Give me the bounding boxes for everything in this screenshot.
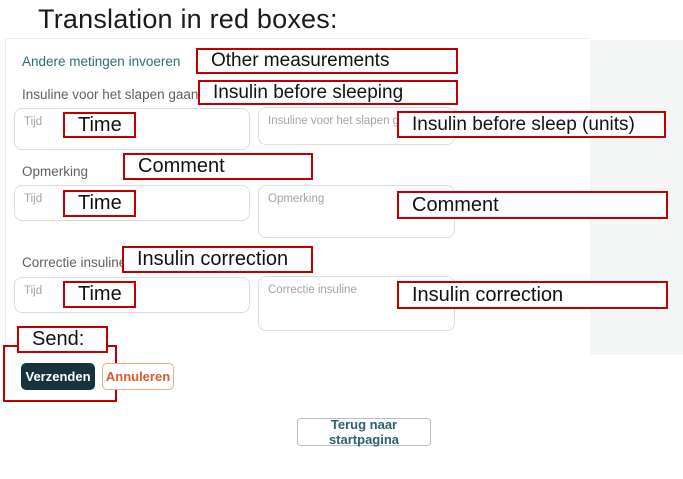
section-label-insulin-sleep: Insuline voor het slapen gaan bbox=[22, 87, 199, 102]
annotation-comment-label: Comment bbox=[123, 153, 313, 180]
annotation-other-measurements: Other measurements bbox=[196, 48, 458, 74]
annotation-time-row1: Time bbox=[63, 112, 136, 138]
submit-button[interactable]: Verzenden bbox=[21, 363, 95, 390]
annotation-insulin-correction-label: Insulin correction bbox=[122, 246, 313, 273]
annotation-insulin-before-sleep-units: Insulin before sleep (units) bbox=[397, 111, 666, 138]
other-measurements-link[interactable]: Andere metingen invoeren bbox=[22, 54, 181, 69]
screenshot-top-edge bbox=[5, 38, 588, 39]
slide-title: Translation in red boxes: bbox=[38, 4, 338, 34]
annotation-comment-field: Comment bbox=[397, 191, 668, 219]
section-label-insulin-correction: Correctie insuline bbox=[22, 255, 127, 270]
annotation-insulin-correction-field: Insulin correction bbox=[397, 281, 668, 309]
annotation-time-row3: Time bbox=[63, 281, 136, 308]
cancel-button[interactable]: Annuleren bbox=[102, 363, 174, 390]
screenshot-left-edge bbox=[5, 38, 6, 395]
annotation-time-row2: Time bbox=[63, 190, 136, 217]
back-to-start-button[interactable]: Terug naar startpagina bbox=[297, 417, 431, 447]
annotation-insulin-before-sleeping: Insulin before sleeping bbox=[198, 80, 458, 105]
section-label-comment: Opmerking bbox=[22, 164, 89, 179]
annotation-send: Send: bbox=[17, 326, 108, 353]
